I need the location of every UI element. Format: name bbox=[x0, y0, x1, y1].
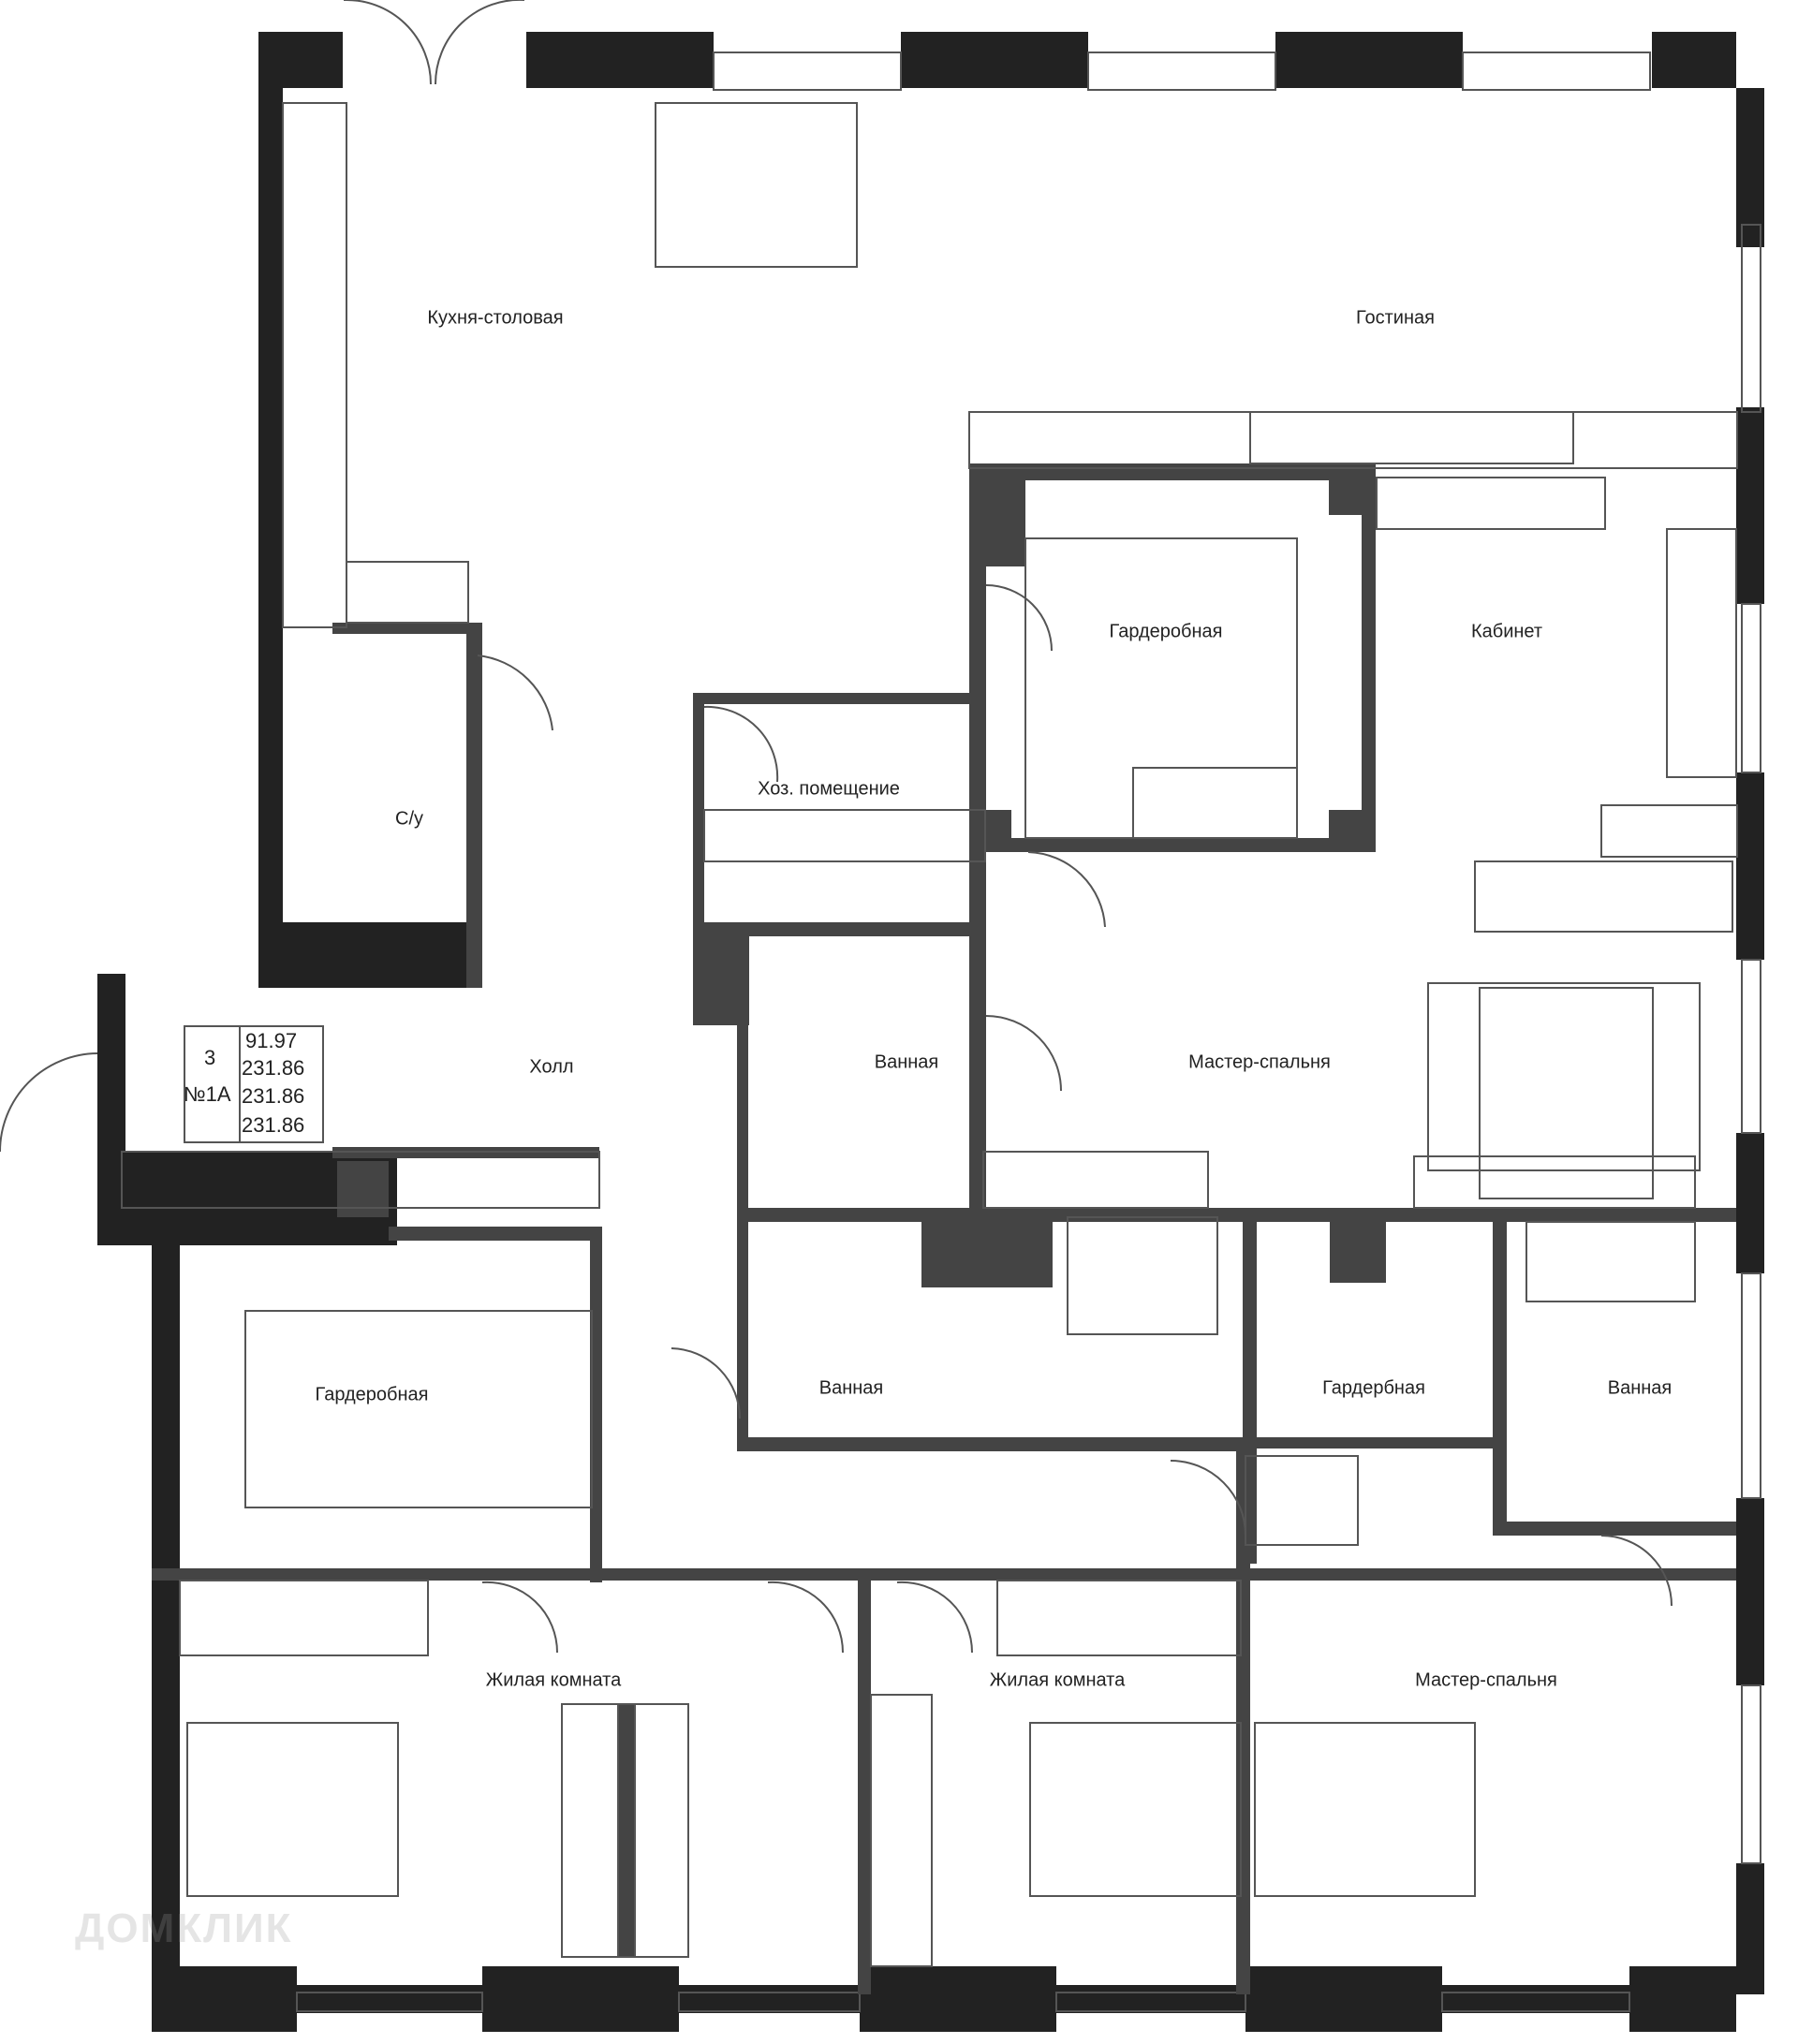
room-label-wardrobe-top: Гардеробная bbox=[1109, 621, 1223, 642]
room-label-kitchen: Кухня-столовая bbox=[427, 307, 564, 329]
room-label-bath-right: Ванная bbox=[1607, 1377, 1673, 1399]
area-value-2: 231.86 bbox=[242, 1056, 305, 1080]
interior-walls bbox=[152, 463, 1736, 1994]
door-swings bbox=[0, 0, 1673, 1654]
room-label-wardrobe-small: Гардербная bbox=[1322, 1377, 1425, 1399]
room-label-living-room-1: Жилая комната bbox=[485, 1669, 622, 1691]
room-label-hall: Холл bbox=[529, 1056, 574, 1078]
outer-walls bbox=[97, 32, 1764, 2032]
room-label-wc: С/у bbox=[395, 808, 423, 830]
room-label-bath-mid: Ванная bbox=[874, 1051, 939, 1073]
room-label-bath-center: Ванная bbox=[818, 1377, 884, 1399]
room-label-master-bottom: Мастер-спальня bbox=[1415, 1669, 1557, 1691]
apartment-number: №1А bbox=[184, 1082, 231, 1106]
window-frames bbox=[296, 51, 1761, 2012]
area-value-1: 91.97 bbox=[245, 1029, 298, 1052]
area-value-3: 231.86 bbox=[242, 1084, 305, 1108]
room-label-living-room-2: Жилая комната bbox=[989, 1669, 1126, 1691]
room-label-office: Кабинет bbox=[1470, 621, 1543, 642]
room-label-wardrobe-left: Гардеробная bbox=[315, 1384, 429, 1405]
area-value-4: 231.86 bbox=[242, 1113, 305, 1137]
beds bbox=[186, 987, 1654, 1897]
room-label-master-top: Мастер-спальня bbox=[1188, 1051, 1331, 1073]
room-label-utility: Хоз. помещение bbox=[758, 778, 900, 800]
rooms-count: 3 bbox=[204, 1046, 216, 1069]
info-block-frame bbox=[184, 1025, 324, 1143]
apartment-info-block: 3 №1А 91.97 231.86 231.86 231.86 bbox=[184, 1025, 324, 1143]
furniture bbox=[121, 102, 1738, 1967]
watermark-logo-text: ДОМКЛИК bbox=[75, 1905, 293, 1951]
room-label-living: Гостиная bbox=[1356, 307, 1435, 329]
